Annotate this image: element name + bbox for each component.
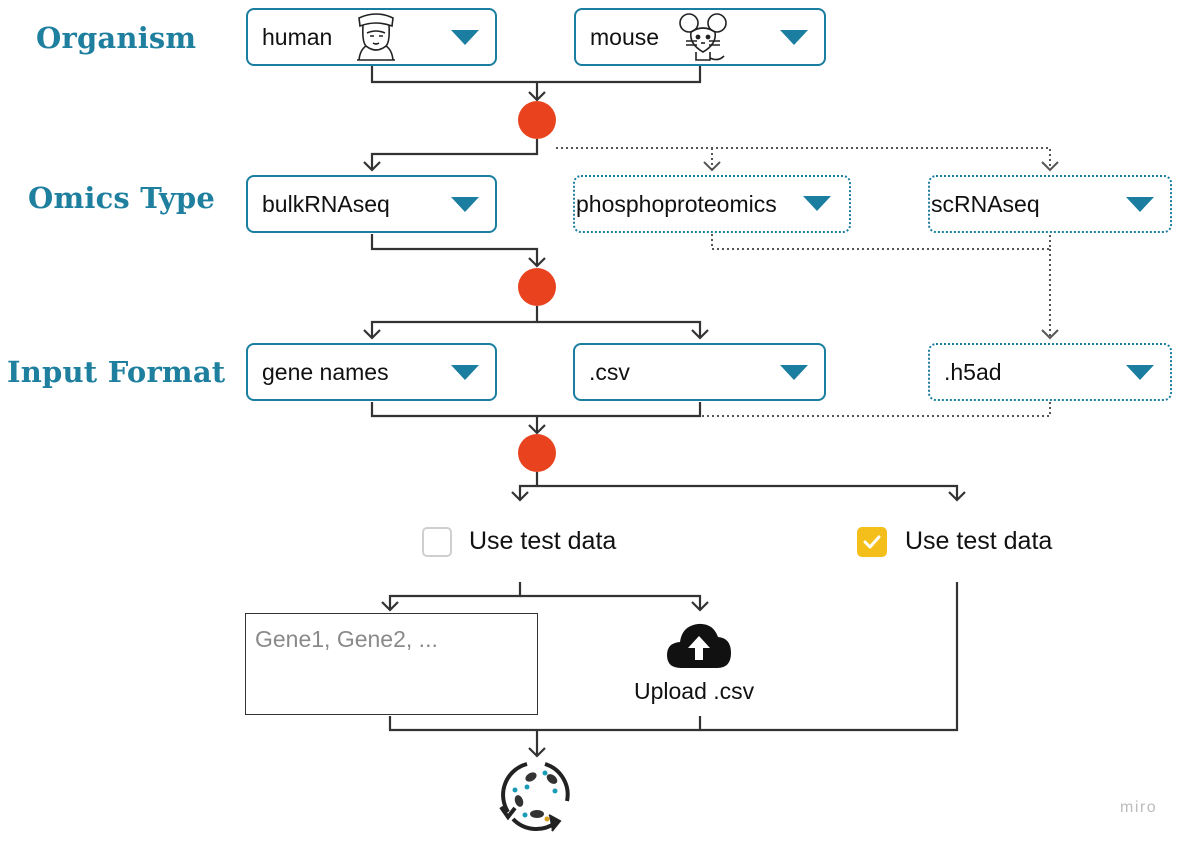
caret-down-icon[interactable]	[803, 196, 831, 211]
junction-dot	[518, 434, 556, 472]
dropdown-value: bulkRNAseq	[262, 190, 390, 217]
caret-down-icon[interactable]	[780, 365, 808, 380]
input-format-label: Input Format	[7, 355, 226, 389]
caret-down-icon[interactable]	[1126, 365, 1154, 380]
caret-down-icon[interactable]	[451, 365, 479, 380]
use-test-data-label: Use test data	[905, 527, 1053, 555]
organism-mouse-dropdown[interactable]: mouse	[574, 8, 826, 66]
dropdown-value: .csv	[589, 358, 630, 385]
gene-list-placeholder: Gene1, Gene2, ...	[255, 626, 438, 652]
mouse-icon	[676, 12, 730, 69]
input-gene-names-dropdown[interactable]: gene names	[246, 343, 497, 401]
omics-phosphoproteomics-dropdown[interactable]: phosphoproteomics	[573, 175, 851, 233]
upload-csv-button[interactable]: Upload .csv	[630, 618, 770, 708]
dropdown-value: scRNAseq	[931, 190, 1040, 217]
dropdown-value: gene names	[262, 358, 389, 385]
input-h5ad-dropdown[interactable]: .h5ad	[928, 343, 1172, 401]
organism-human-dropdown[interactable]: human	[246, 8, 497, 66]
caret-down-icon[interactable]	[780, 30, 808, 45]
use-test-data-label: Use test data	[469, 527, 617, 555]
junction-dot	[518, 101, 556, 139]
omics-scrnaseq-dropdown[interactable]: scRNAseq	[928, 175, 1172, 233]
miro-watermark: miro	[1120, 799, 1158, 816]
cycle-process-icon	[497, 757, 577, 840]
dropdown-value: phosphoproteomics	[576, 190, 777, 217]
dropdown-value: .h5ad	[944, 358, 1002, 385]
input-csv-dropdown[interactable]: .csv	[573, 343, 826, 401]
caret-down-icon[interactable]	[451, 30, 479, 45]
organism-label: Organism	[36, 21, 197, 55]
gene-list-textarea[interactable]: Gene1, Gene2, ...	[245, 613, 538, 715]
checkmark-icon	[863, 535, 881, 549]
caret-down-icon[interactable]	[1126, 197, 1154, 212]
cloud-upload-icon	[665, 618, 733, 675]
dropdown-value: mouse	[590, 23, 660, 50]
use-test-data-checkbox-unchecked[interactable]	[422, 527, 452, 557]
omics-bulkrnaseq-dropdown[interactable]: bulkRNAseq	[246, 175, 497, 233]
omics-type-label: Omics Type	[28, 181, 216, 215]
upload-csv-label: Upload .csv	[634, 678, 755, 704]
dropdown-value: human	[262, 23, 333, 50]
caret-down-icon[interactable]	[451, 197, 479, 212]
junction-dot	[518, 268, 556, 306]
use-test-data-checkbox-checked[interactable]	[857, 527, 887, 557]
human-face-icon	[352, 12, 400, 67]
